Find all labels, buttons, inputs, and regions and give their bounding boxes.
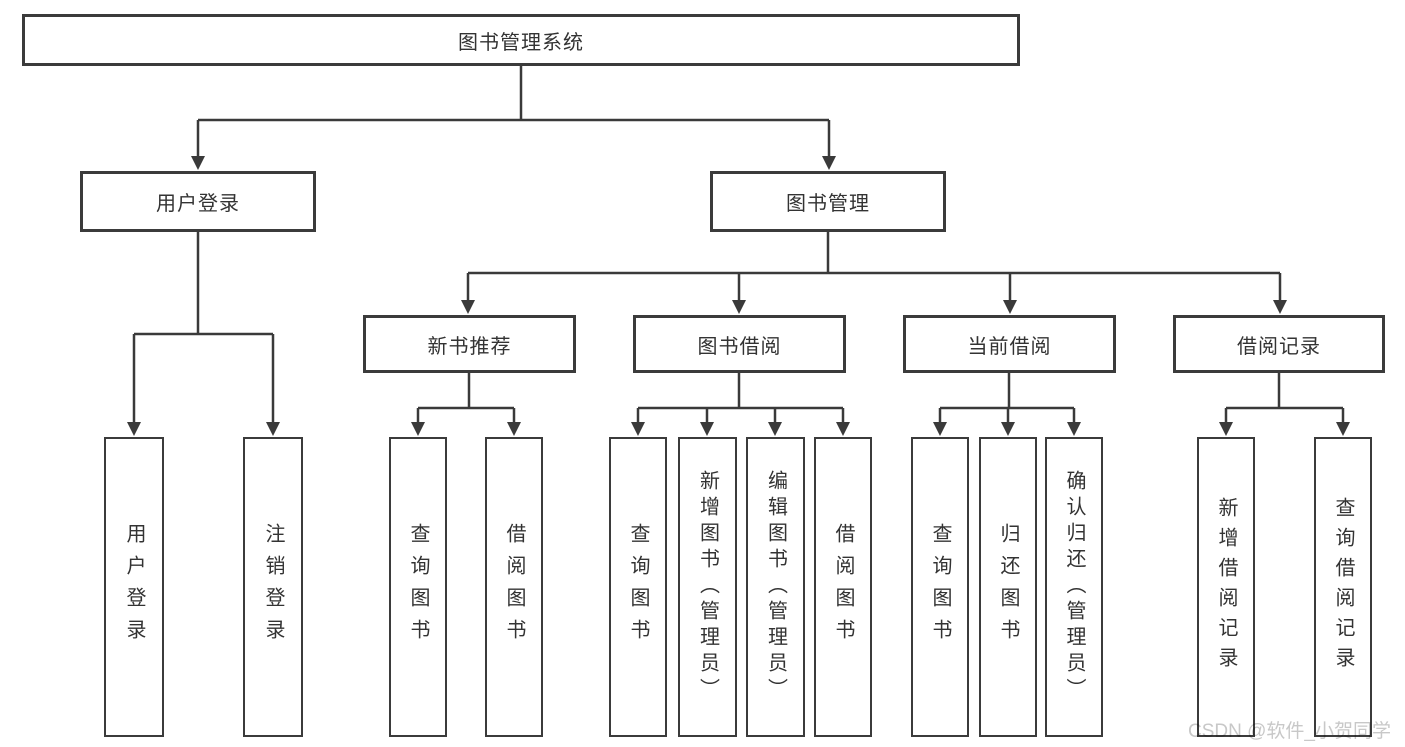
node-leaf-confirm-return-admin: 确认归还（管理员） <box>1045 437 1103 737</box>
node-leaf-borrow-books-1-label: 借阅图书 <box>503 523 525 651</box>
node-new-book-recommend-label: 新书推荐 <box>427 335 512 358</box>
node-book-management: 图书管理 <box>710 171 946 232</box>
node-borrow-records: 借阅记录 <box>1173 315 1385 373</box>
node-leaf-borrow-books-2: 借阅图书 <box>814 437 872 737</box>
node-leaf-query-books-3: 查询图书 <box>911 437 969 737</box>
node-leaf-query-books-2-label: 查询图书 <box>627 523 649 651</box>
node-leaf-user-login-label: 用户登录 <box>123 523 145 651</box>
node-leaf-return-books-label: 归还图书 <box>997 523 1019 651</box>
node-leaf-edit-books-admin-label: 编辑图书（管理员） <box>764 470 787 704</box>
node-leaf-logout-label: 注销登录 <box>262 523 284 651</box>
node-leaf-return-books: 归还图书 <box>979 437 1037 737</box>
node-book-management-label: 图书管理 <box>786 193 870 215</box>
node-user-login: 用户登录 <box>80 171 316 232</box>
node-leaf-query-borrow-record: 查询借阅记录 <box>1314 437 1372 737</box>
node-leaf-add-borrow-record-label: 新增借阅记录 <box>1215 497 1237 677</box>
node-book-borrow-label: 图书借阅 <box>697 335 782 358</box>
node-leaf-query-borrow-record-label: 查询借阅记录 <box>1332 497 1354 677</box>
node-leaf-query-books-3-label: 查询图书 <box>929 523 951 651</box>
node-current-borrow-label: 当前借阅 <box>967 335 1052 358</box>
node-leaf-borrow-books-2-label: 借阅图书 <box>832 523 854 651</box>
node-root-label: 图书管理系统 <box>458 31 584 54</box>
node-leaf-add-borrow-record: 新增借阅记录 <box>1197 437 1255 737</box>
node-leaf-edit-books-admin: 编辑图书（管理员） <box>746 437 805 737</box>
node-leaf-query-books-1: 查询图书 <box>389 437 447 737</box>
node-book-borrow: 图书借阅 <box>633 315 846 373</box>
node-new-book-recommend: 新书推荐 <box>363 315 576 373</box>
node-root: 图书管理系统 <box>22 14 1020 66</box>
watermark: CSDN @软件_小贺同学 <box>1188 721 1391 742</box>
node-current-borrow: 当前借阅 <box>903 315 1116 373</box>
node-borrow-records-label: 借阅记录 <box>1237 335 1321 358</box>
node-leaf-add-books-admin: 新增图书（管理员） <box>678 437 737 737</box>
node-user-login-label: 用户登录 <box>156 193 240 215</box>
node-leaf-borrow-books-1: 借阅图书 <box>485 437 543 737</box>
node-leaf-query-books-1-label: 查询图书 <box>407 523 429 651</box>
node-leaf-query-books-2: 查询图书 <box>609 437 667 737</box>
node-leaf-add-books-admin-label: 新增图书（管理员） <box>696 470 719 704</box>
node-leaf-user-login: 用户登录 <box>104 437 164 737</box>
node-leaf-logout: 注销登录 <box>243 437 303 737</box>
node-leaf-confirm-return-admin-label: 确认归还（管理员） <box>1063 470 1085 704</box>
